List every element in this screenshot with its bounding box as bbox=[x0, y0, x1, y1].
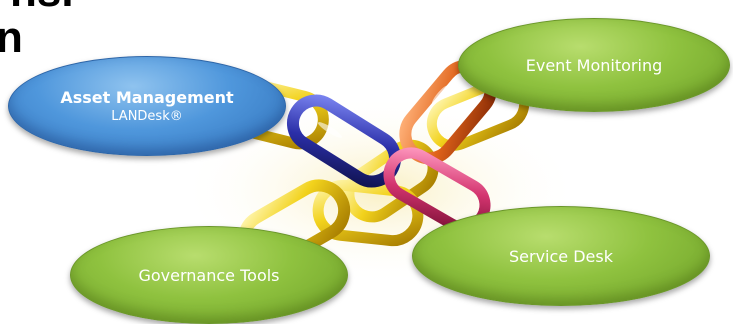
governance-tools-label: Governance Tools bbox=[138, 265, 280, 285]
cropped-title-text-line2: n bbox=[0, 13, 23, 62]
asset-management-node: Asset Management LANDesk® bbox=[8, 56, 286, 156]
link-highlight bbox=[431, 85, 449, 105]
governance-tools-node: Governance Tools bbox=[70, 226, 348, 324]
service-desk-node: Service Desk bbox=[412, 206, 710, 306]
event-monitoring-label: Event Monitoring bbox=[525, 55, 663, 75]
asset-management-label: Asset Management bbox=[60, 88, 234, 107]
link-highlight bbox=[318, 122, 342, 138]
yellow-link bbox=[312, 179, 424, 247]
event-monitoring-node: Event Monitoring bbox=[458, 18, 730, 112]
cropped-title-text: ns. bbox=[10, 0, 74, 14]
service-desk-label: Service Desk bbox=[509, 246, 613, 266]
landesk-label: LANDesk® bbox=[111, 109, 183, 124]
